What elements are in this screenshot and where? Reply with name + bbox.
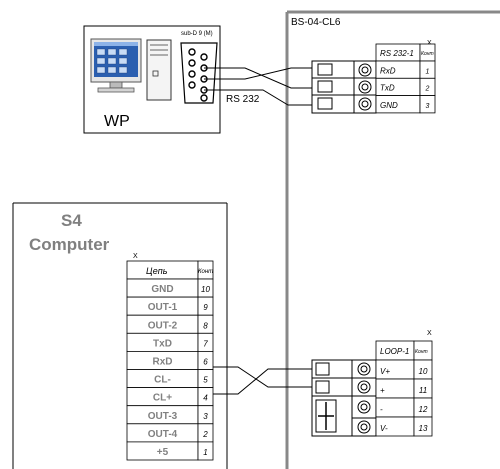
loop-pin-row-number: 11 (419, 386, 427, 395)
loop-corner-x: X (427, 330, 432, 337)
computer-pin-row-number: 1 (203, 448, 207, 457)
computer-pin-row: TxD 7 (126, 332, 214, 352)
computer-pin-row: OUT-4 2 (126, 423, 214, 443)
loop-pin-row-number: 10 (419, 367, 428, 376)
loop-header-name: LOOP-1 (380, 347, 409, 356)
computer-pin-row-number: 5 (203, 376, 208, 385)
rs232-pin-row-number: 2 (425, 86, 430, 93)
bs-enclosure: BS-04-CL6 (285, 10, 500, 469)
loop-pin-row-name: + (380, 386, 385, 395)
computer-pin-row: OUT-3 3 (126, 405, 214, 425)
computer-pin-row-number: 8 (203, 321, 208, 330)
rs232-pin-row-name: TxD (380, 84, 395, 93)
computer-pin-row-name: OUT-4 (148, 429, 178, 440)
computer-pin-row: CL- 5 (126, 369, 214, 389)
wp-workstation: WP sub-D 9 (M) (83, 25, 221, 134)
loop-table: X LOOP-1 Конт V+ 10 +11 - 12V- 13 (375, 330, 433, 437)
loop-pin-row: +11 (375, 378, 433, 399)
computer-pin-row-name: OUT-1 (148, 302, 178, 313)
rs232-terminal-block (311, 60, 377, 114)
subd-pins (188, 48, 208, 102)
rs232-pin-row-name: GND (380, 101, 398, 110)
loop-pin-row: V- 13 (375, 416, 433, 437)
connector-label: sub-D 9 (M) (181, 31, 213, 37)
computer-pin-row-name: RxD (152, 357, 172, 368)
rs232-corner-x: X (427, 40, 432, 47)
computer-title-line2: Computer (29, 235, 110, 254)
rs232-header-contact: Конт (421, 51, 434, 57)
computer-header-name: Цепь (146, 266, 168, 276)
cl-loop-wires (213, 366, 312, 395)
loop-pin-row-number: 12 (419, 405, 428, 414)
loop-terminal-block (311, 359, 377, 437)
loop-pin-row-number: 13 (419, 424, 428, 433)
rs232-pin-row: RxD 1 (375, 60, 436, 79)
loop-pin-row-name: V- (380, 424, 388, 433)
computer-pin-row-number: 7 (203, 339, 208, 348)
tower-icon (146, 39, 172, 101)
computer-pin-row-name: OUT-3 (148, 411, 178, 422)
computer-pin-row: RxD 6 (126, 350, 214, 370)
computer-pin-row-number: 4 (203, 394, 208, 403)
computer-pin-row: OUT-2 8 (126, 314, 214, 334)
computer-title-line1: S4 (61, 211, 82, 230)
loop-pin-row: V+ 10 (375, 359, 433, 380)
computer-pin-row: CL+ 4 (126, 387, 214, 407)
rs232-pin-row-number: 3 (426, 103, 430, 110)
computer-header-contact: Конт (198, 269, 213, 275)
computer-pin-row-number: 2 (202, 430, 208, 439)
rs232-header-name: RS 232-1 (380, 49, 414, 58)
subd-connector-icon (180, 42, 218, 104)
computer-pin-row-name: CL- (154, 375, 171, 386)
loop-pin-row-name: - (380, 405, 383, 414)
computer-pin-row: OUT-1 9 (126, 296, 214, 316)
computer-pin-row-name: OUT-2 (148, 320, 178, 331)
computer-pin-row-number: 10 (201, 285, 210, 294)
wp-label: WP (104, 113, 130, 130)
rs232-pin-row-number: 1 (426, 68, 430, 75)
computer-pin-row: GND 10 (126, 278, 214, 298)
loop-pin-row: - 12 (375, 397, 433, 418)
rs232-cable (204, 67, 312, 106)
computer-pin-row-number: 6 (203, 358, 208, 367)
rs232-pin-row: GND 3 (375, 95, 436, 114)
rs232-pin-row: TxD 2 (375, 77, 436, 97)
loop-header-contact: Конт (415, 349, 428, 355)
computer-pin-row-name: CL+ (153, 393, 172, 404)
loop-pin-row-name: V+ (380, 367, 390, 376)
computer-pin-row-number: 9 (203, 303, 208, 312)
computer-pin-row-number: 3 (203, 412, 208, 421)
computer-pin-row-name: GND (151, 284, 173, 295)
computer-pin-row-name: +5 (157, 447, 169, 458)
rs232-pin-row-name: RxD (380, 66, 396, 75)
bs-title: BS-04-CL6 (291, 17, 341, 28)
computer-corner-x: X (133, 253, 138, 260)
cable-label: RS 232 (226, 94, 260, 105)
computer-pin-row: +5 1 (126, 441, 214, 461)
computer-pin-row-name: TxD (153, 338, 172, 349)
